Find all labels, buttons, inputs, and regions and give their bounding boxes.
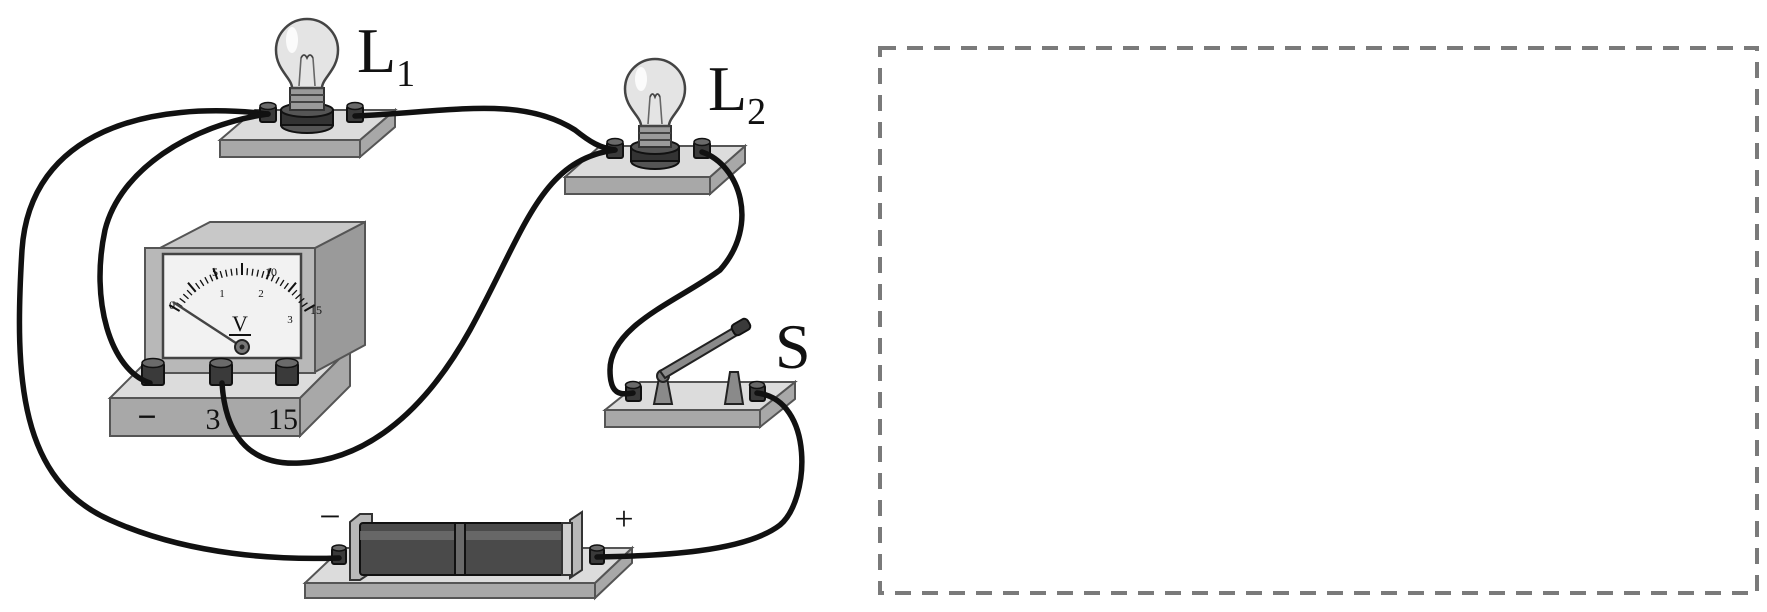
scale-tick [295, 293, 302, 300]
scale-tick [168, 304, 181, 312]
scale-tick [204, 276, 209, 284]
scale-tick [186, 289, 193, 296]
wire-switch-to-battery [594, 390, 805, 560]
scale-tick [303, 304, 316, 312]
scale-tick [209, 274, 214, 282]
scale-tick [283, 282, 289, 290]
scale-tick [275, 276, 280, 284]
wire-l1-to-battery [16, 108, 342, 562]
lamp-l2 [562, 57, 748, 197]
switch-label: S [775, 311, 811, 382]
wire-l2-to-switch [607, 149, 745, 397]
switch-s [602, 317, 798, 430]
scale-tick [179, 297, 186, 304]
scale-tick [265, 267, 272, 280]
scale-inner-1: 1 [219, 288, 225, 300]
scale-tick [270, 274, 275, 282]
scale-tick [291, 289, 298, 296]
battery-positive-label: + [614, 501, 633, 538]
voltmeter-needle [172, 300, 243, 349]
scale-outer-10: 10 [265, 265, 277, 279]
wire-l2-to-voltmeter-3 [219, 147, 618, 466]
scale-tick [251, 268, 254, 276]
answer-box [878, 46, 1759, 595]
scale-tick [230, 268, 233, 276]
scale-tick [224, 269, 228, 277]
scale-tick [199, 279, 205, 287]
voltmeter-terminal-15: 15 [268, 403, 298, 436]
lamp-l1-label: L1 [357, 15, 415, 95]
scale-inner-2: 2 [258, 288, 264, 300]
scale-outer-15: 15 [310, 303, 322, 317]
scale-tick [219, 270, 223, 278]
scale-outer-0: 0 [169, 298, 175, 312]
scale-tick [298, 297, 305, 304]
scale-tick [195, 282, 201, 290]
scale-outer-5: 5 [212, 265, 218, 279]
scale-tick [187, 282, 197, 293]
lamp-l1 [217, 17, 398, 160]
battery [302, 510, 635, 601]
voltmeter: 0 5 10 15 1 2 3 V − 3 15 [107, 220, 366, 439]
scale-tick [212, 267, 219, 280]
voltmeter-terminal-negative: − [137, 399, 156, 436]
scale-tick [256, 269, 260, 277]
scale-tick [301, 302, 308, 308]
scale-inner-3: 3 [287, 314, 293, 326]
scale-tick [261, 270, 265, 278]
scale-tick [246, 268, 249, 276]
battery-negative-label: − [319, 496, 340, 538]
scale-tick [235, 268, 238, 276]
wire-l1-to-voltmeter-negative [97, 111, 271, 386]
lamp-l2-label: L2 [708, 53, 766, 133]
scale-tick [279, 279, 285, 287]
wire-l1-to-l2 [352, 105, 618, 153]
voltmeter-scale [168, 263, 316, 312]
scale-tick [287, 282, 297, 293]
voltmeter-terminal-3: 3 [206, 403, 221, 436]
voltmeter-unit: V [232, 311, 248, 336]
scale-tick [182, 293, 189, 300]
wires [16, 105, 805, 562]
